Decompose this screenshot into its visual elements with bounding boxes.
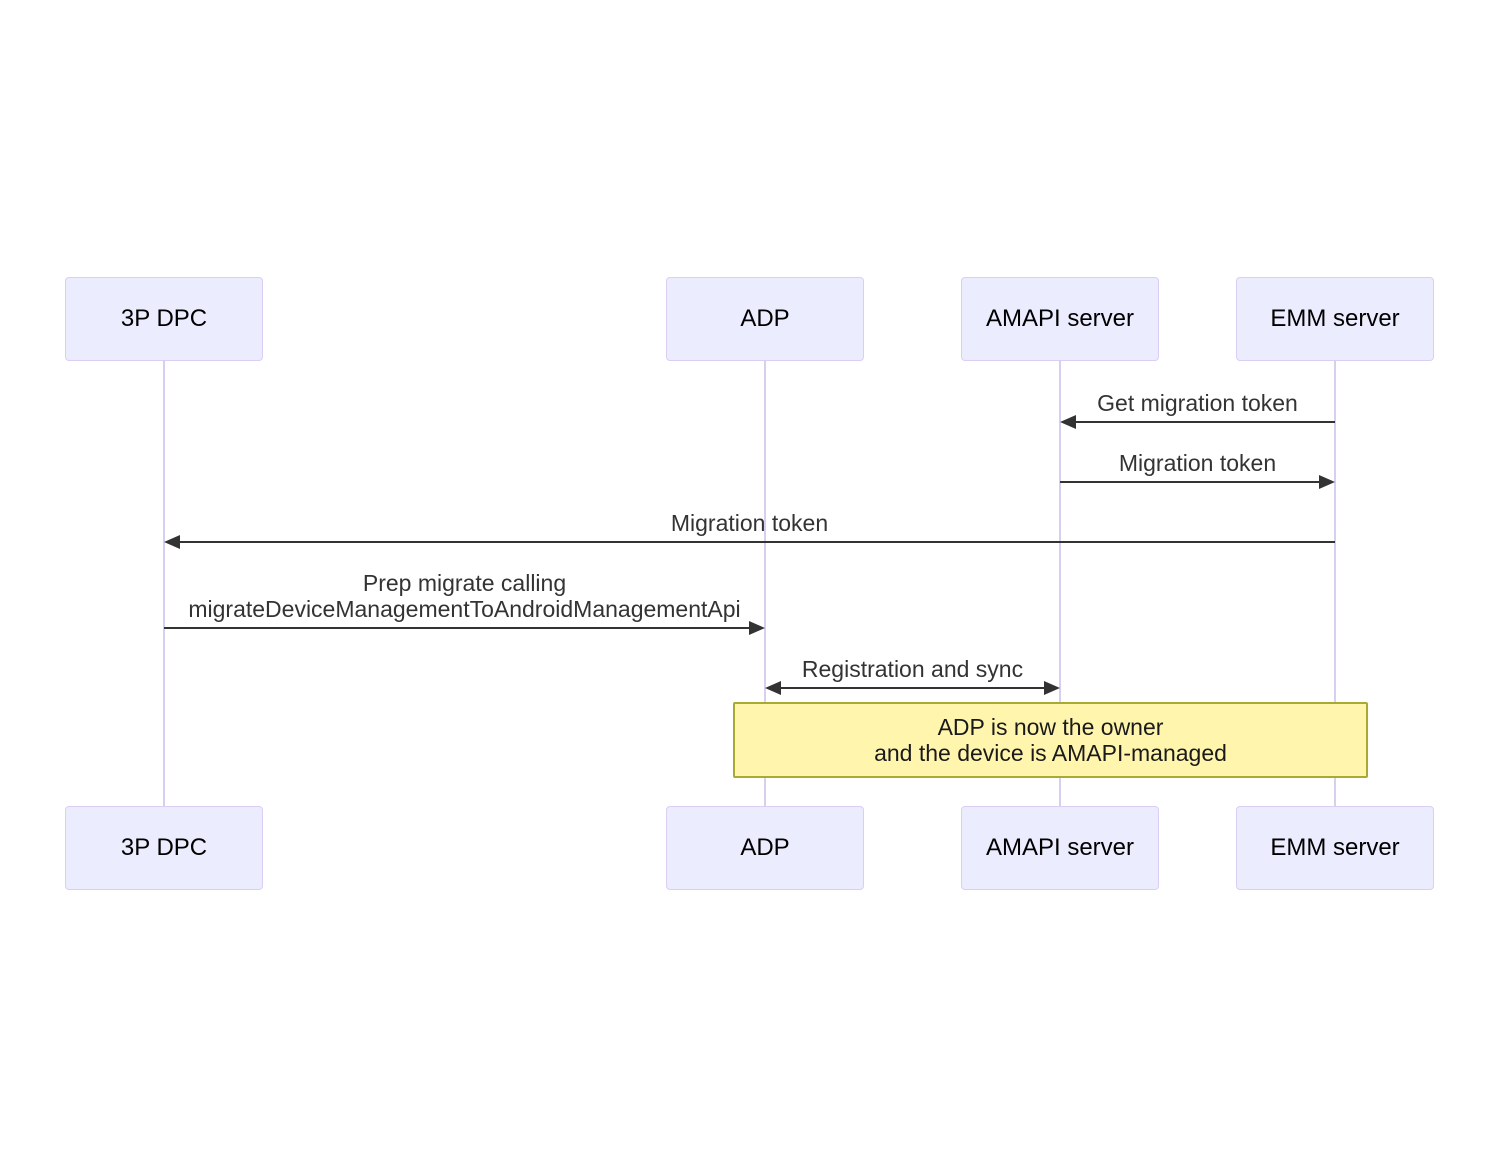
message-label-line: Registration and sync xyxy=(801,656,1024,682)
message-2-label: Migration token xyxy=(1119,450,1276,476)
lifeline-adp xyxy=(764,361,766,806)
message-1-label: Get migration token xyxy=(1097,390,1298,416)
message-label-line: Get migration token xyxy=(1097,390,1298,416)
message-1-arrowhead-left-icon xyxy=(1060,415,1076,429)
participant-label: ADP xyxy=(740,834,790,861)
participant-label: 3P DPC xyxy=(120,305,208,332)
participant-top-adp: ADP xyxy=(666,277,864,361)
participant-top-3p-dpc: 3P DPC xyxy=(65,277,263,361)
message-5-arrowhead-left-icon xyxy=(765,681,781,695)
message-2-arrowhead-right-icon xyxy=(1319,475,1335,489)
message-label-line: Migration token xyxy=(670,510,829,536)
message-3-line xyxy=(178,541,1335,543)
message-3-label: Migration token xyxy=(671,510,828,536)
note-text-line: and the device is AMAPI-managed xyxy=(874,740,1227,766)
participant-bottom-3p-dpc: 3P DPC xyxy=(65,806,263,890)
participant-bottom-adp: ADP xyxy=(666,806,864,890)
message-label-line: Migration token xyxy=(1118,450,1277,476)
participant-top-amapi-server: AMAPI server xyxy=(961,277,1159,361)
participant-label: EMM server xyxy=(1270,834,1400,861)
participant-label: AMAPI server xyxy=(985,834,1135,861)
message-4-arrowhead-right-icon xyxy=(749,621,765,635)
message-2-line xyxy=(1060,481,1321,483)
message-5-line xyxy=(779,687,1046,689)
note-text-line: ADP is now the owner xyxy=(937,714,1164,740)
message-3-arrowhead-left-icon xyxy=(164,535,180,549)
message-1-line xyxy=(1074,421,1335,423)
participant-bottom-amapi-server: AMAPI server xyxy=(961,806,1159,890)
participant-label: EMM server xyxy=(1270,305,1400,332)
participant-label: ADP xyxy=(740,305,790,332)
lifeline-emm-server xyxy=(1334,361,1336,806)
lifeline-3p-dpc xyxy=(163,361,165,806)
message-label-line: migrateDeviceManagementToAndroidManageme… xyxy=(188,596,741,622)
message-5-label: Registration and sync xyxy=(802,656,1023,682)
message-4-line xyxy=(164,627,751,629)
participant-bottom-emm-server: EMM server xyxy=(1236,806,1434,890)
message-label-line: Prep migrate calling xyxy=(362,570,567,596)
message-5-arrowhead-right-icon xyxy=(1044,681,1060,695)
participant-top-emm-server: EMM server xyxy=(1236,277,1434,361)
participant-label: 3P DPC xyxy=(120,834,208,861)
participant-label: AMAPI server xyxy=(985,305,1135,332)
lifeline-amapi-server xyxy=(1059,361,1061,806)
